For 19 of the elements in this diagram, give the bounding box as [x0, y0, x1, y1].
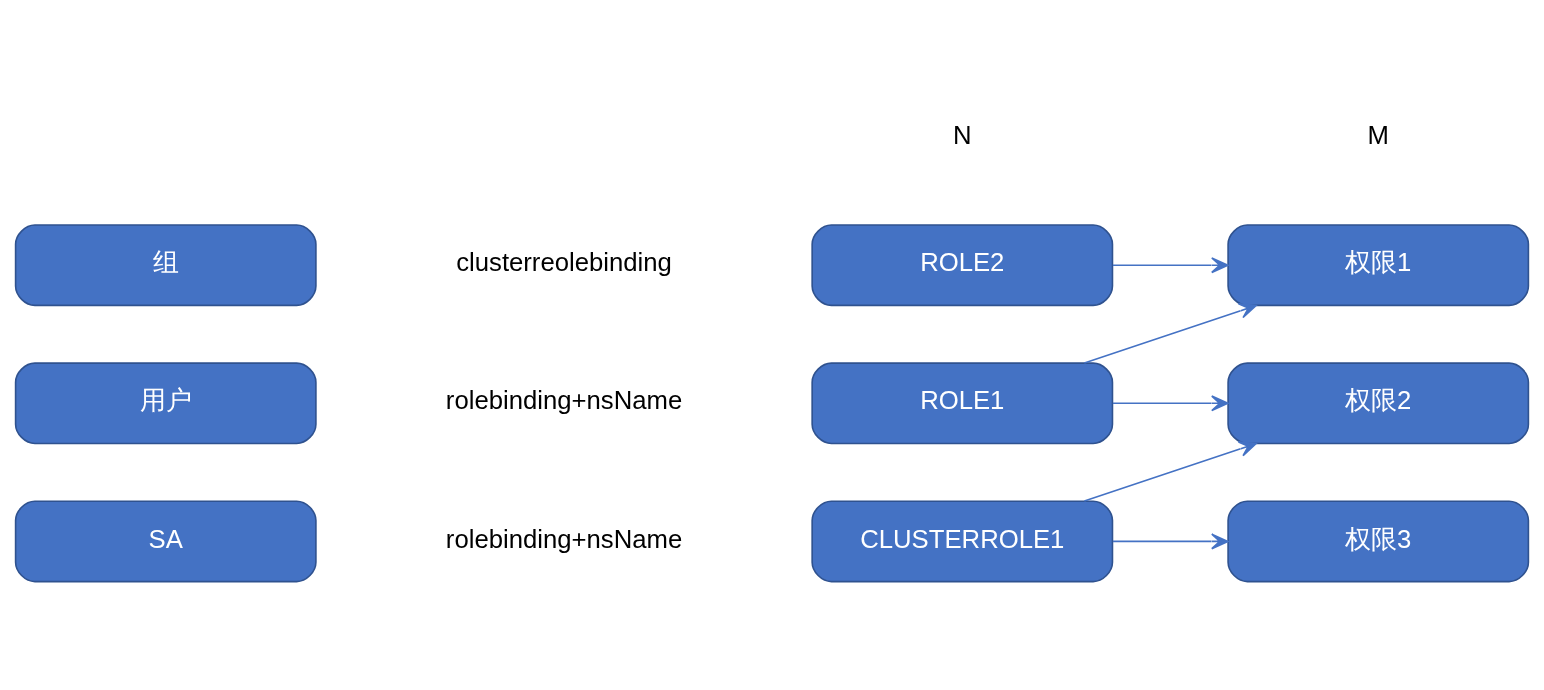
- label: rolebinding+nsName: [445, 385, 683, 414]
- node-box: ROLE2: [811, 223, 1114, 306]
- node-box: CLUSTERROLE1: [811, 499, 1114, 582]
- label: clusterreolebinding: [456, 247, 672, 276]
- node-box: 用户: [14, 361, 317, 444]
- node-box: ROLE1: [811, 361, 1114, 444]
- label: N: [953, 120, 972, 149]
- node-box: SA: [14, 499, 317, 582]
- arrow: [1083, 302, 1257, 364]
- node-box: 权限2: [1227, 361, 1530, 444]
- arrow: [1112, 532, 1229, 549]
- label: rolebinding+nsName: [445, 524, 683, 553]
- node-box: 权限3: [1227, 499, 1530, 582]
- node-box: 组: [14, 223, 317, 306]
- node-box: 权限1: [1227, 223, 1530, 306]
- arrow: [1083, 440, 1257, 502]
- arrow: [1112, 394, 1229, 411]
- arrow: [1112, 256, 1229, 273]
- label: M: [1367, 120, 1389, 149]
